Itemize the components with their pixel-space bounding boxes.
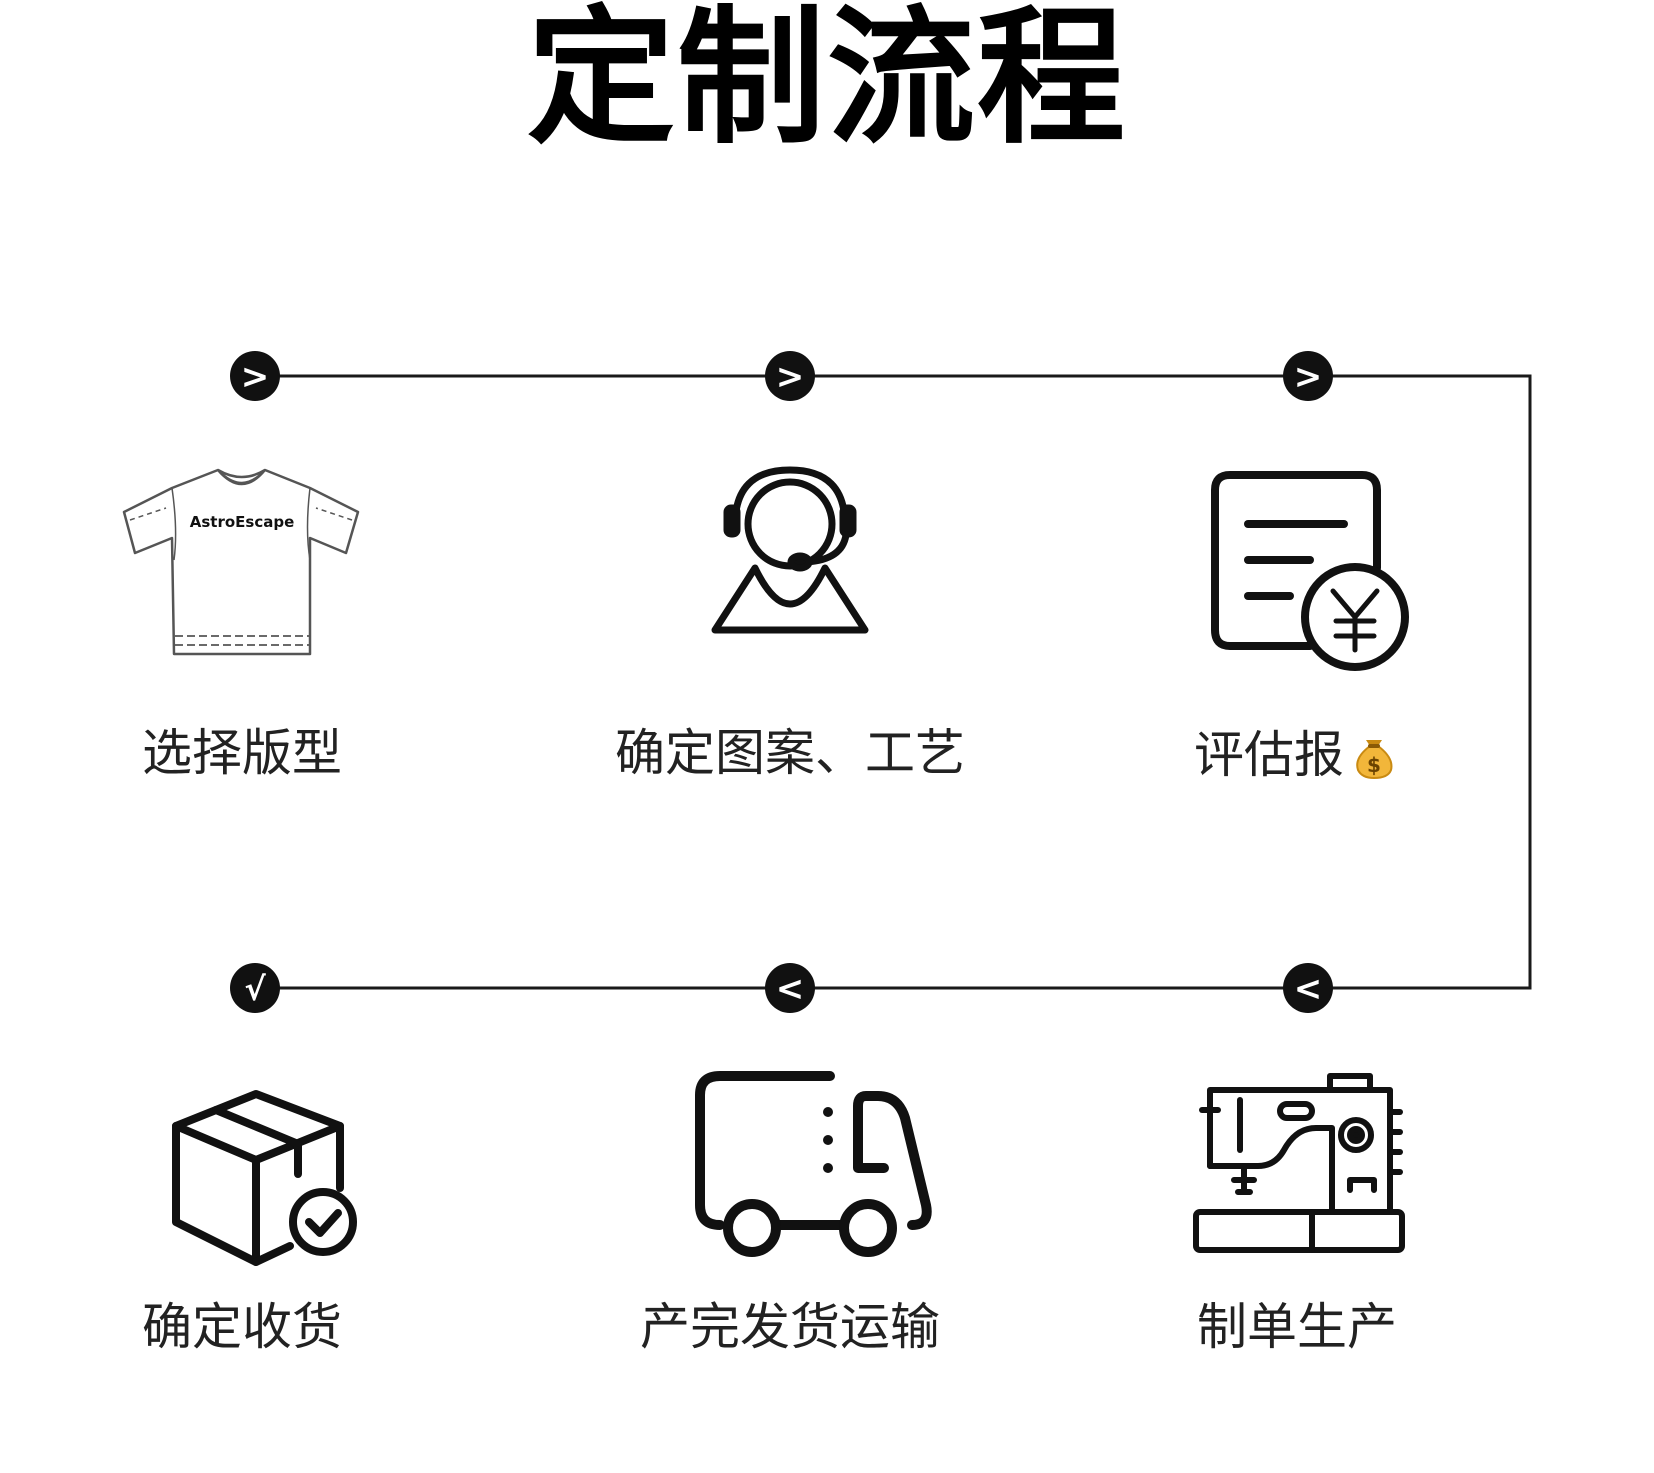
marker-symbol: < <box>1294 969 1323 1009</box>
money-bag-icon: $ <box>1356 740 1393 780</box>
step-marker-next: > <box>1283 351 1333 401</box>
step-label-confirm-design: 确定图案、工艺 <box>615 728 965 778</box>
step-marker-next: > <box>230 351 280 401</box>
step-label-shipping: 产完发货运输 <box>640 1302 940 1352</box>
tshirt-icon: AstroEscape <box>122 468 360 656</box>
step-label-receive: 确定收货 <box>142 1302 342 1352</box>
step-label-choose-style: 选择版型 <box>142 728 342 778</box>
step-marker-next: > <box>765 351 815 401</box>
page-title: 定制流程 <box>527 0 1127 164</box>
marker-symbol: > <box>241 357 270 397</box>
step-marker-done: √ <box>230 963 280 1013</box>
step-marker-back: < <box>1283 963 1333 1013</box>
step-label-text: 确定图案、工艺 <box>615 724 965 782</box>
marker-symbol: < <box>776 969 805 1009</box>
step-label-text: 确定收货 <box>142 1298 342 1356</box>
step-label-production: 制单生产 <box>1197 1302 1397 1352</box>
quote-document-yen-icon <box>1211 471 1409 671</box>
marker-symbol: > <box>776 357 805 397</box>
sewing-machine-icon <box>1193 1073 1405 1253</box>
step-marker-back: < <box>765 963 815 1013</box>
step-label-text: 评估报 <box>1194 726 1344 784</box>
svg-text:$: $ <box>1367 753 1381 777</box>
marker-symbol: > <box>1294 357 1323 397</box>
tshirt-print-text: AstroEscape <box>190 513 295 531</box>
step-label-text: 选择版型 <box>142 724 342 782</box>
headset-agent-icon <box>711 466 869 634</box>
step-label-text: 制单生产 <box>1197 1298 1397 1356</box>
step-label-text: 产完发货运输 <box>640 1298 940 1356</box>
delivery-truck-icon <box>695 1071 932 1257</box>
marker-symbol: √ <box>244 970 266 1008</box>
flow-connector-line <box>255 374 1532 990</box>
package-check-icon <box>172 1090 357 1266</box>
step-label-quote: 评估报 $ <box>1194 728 1400 780</box>
